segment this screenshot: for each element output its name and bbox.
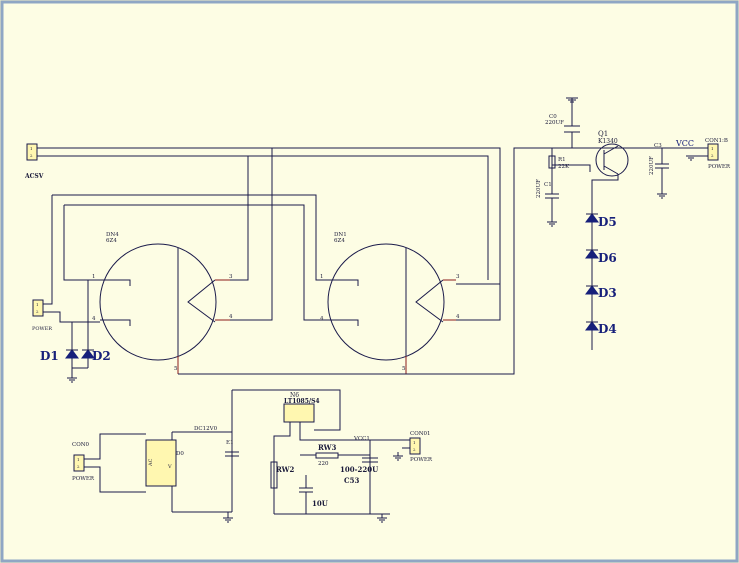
tube-dn4	[99, 243, 230, 374]
dc12v-label: DC12V0	[194, 426, 218, 432]
c53-capacitor	[362, 457, 378, 463]
con1b-connector[interactable]: 1 2	[707, 143, 719, 161]
tube-dn1	[327, 243, 456, 374]
c0-value: 220UF	[545, 120, 564, 126]
svg-text:1: 1	[30, 146, 33, 151]
n6-part: LT1085/S4	[284, 398, 320, 405]
u-d0-label: D0	[176, 451, 184, 457]
con0-label: CON0	[72, 442, 90, 448]
d2-label: D2	[92, 349, 111, 363]
q1-transistor	[595, 143, 629, 177]
rw2-label: RW2	[276, 465, 295, 474]
vcc-mid-label: VCC1	[353, 436, 370, 442]
bottom-return-wire	[178, 147, 600, 375]
svg-text:2: 2	[711, 153, 714, 158]
dn4-label: DN4	[106, 232, 119, 238]
diode-d5	[585, 213, 599, 223]
n6-regulator	[283, 403, 315, 423]
c0-label: C0	[549, 114, 557, 120]
d6-label: D6	[598, 251, 617, 265]
bridge-module	[145, 439, 177, 487]
rw2-resistor	[270, 461, 278, 489]
rw3-label: RW3	[318, 443, 337, 452]
ground-symbol	[67, 376, 77, 383]
dn1-value: 6Z4	[334, 238, 345, 244]
r1-label: R1	[558, 157, 566, 163]
con01-connector[interactable]: 1 2	[409, 437, 421, 455]
diode-d6	[585, 249, 599, 259]
dn1-pin5: 5	[402, 366, 406, 372]
dn4-pin3: 3	[229, 274, 233, 280]
diode-d4	[585, 321, 599, 331]
dn1-pin1: 1	[320, 274, 324, 280]
c53-value: 100-220U	[340, 465, 378, 474]
diode-d2	[81, 349, 95, 359]
dn1-pin3: 3	[456, 274, 460, 280]
c1-capacitor	[545, 193, 559, 227]
power-left-label: POWER	[32, 326, 52, 332]
e1-capacitor	[225, 451, 239, 457]
r1-resistor	[548, 155, 556, 169]
svg-text:2: 2	[77, 464, 80, 469]
dn1-pin4-left: 4	[320, 316, 324, 322]
c3-label: C3	[654, 143, 662, 149]
dn4-pin4: 4	[229, 314, 233, 320]
dn4-pin5: 5	[174, 366, 178, 372]
acsv-label: ACSV	[24, 173, 44, 180]
c1-label: C1	[544, 182, 552, 188]
svg-text:1: 1	[711, 146, 714, 151]
dn4-pin4-left: 4	[92, 316, 96, 322]
power-right-top-label: POWER	[708, 164, 731, 170]
power-con01-label: POWER	[410, 457, 433, 463]
u-ac-label: AC	[148, 458, 154, 467]
svg-text:1: 1	[36, 302, 39, 307]
c1-value: 220UF	[536, 179, 542, 198]
dn4-value: 6Z4	[106, 238, 117, 244]
diode-d3	[585, 285, 599, 295]
c3-value: 220UF	[649, 156, 655, 175]
con1b-label: CON1:B	[705, 138, 728, 144]
con0-connector[interactable]: 1 2	[73, 454, 85, 472]
d1-label: D1	[40, 349, 59, 363]
c0-capacitor	[564, 97, 580, 148]
q1-label: Q1	[598, 130, 608, 138]
e1-label: E1	[226, 440, 234, 446]
r1-value: 22K	[558, 164, 570, 170]
svg-text:2: 2	[30, 153, 33, 158]
svg-text:1: 1	[77, 457, 80, 462]
c10u-label: 10U	[312, 499, 328, 508]
svg-text:2: 2	[36, 309, 39, 314]
d4-label: D4	[598, 322, 617, 336]
d5-label: D5	[598, 215, 617, 229]
rw3-value: 220	[318, 461, 329, 467]
c53-label: C53	[344, 476, 359, 485]
power-con0-label: POWER	[72, 476, 95, 482]
d3-label: D3	[598, 286, 617, 300]
top-wiring	[37, 147, 501, 321]
c3-capacitor	[655, 148, 669, 199]
svg-text:1: 1	[413, 440, 416, 445]
vcc-top-label: VCC	[675, 139, 694, 148]
diode-d1	[65, 349, 79, 359]
n6-label: N6	[290, 392, 299, 399]
power-connector-left[interactable]: 1 2	[32, 299, 44, 317]
c10u-capacitor	[299, 475, 313, 514]
u-v-label: V	[167, 464, 172, 470]
con01-label: CON01	[410, 431, 431, 437]
dn1-pin4: 4	[456, 314, 460, 320]
dn1-label: DN1	[334, 232, 347, 238]
q1-part: K1340	[598, 138, 618, 145]
svg-text:2: 2	[413, 447, 416, 452]
dn4-pin1: 1	[92, 274, 96, 280]
acsv-connector[interactable]: 1 2	[26, 143, 38, 161]
